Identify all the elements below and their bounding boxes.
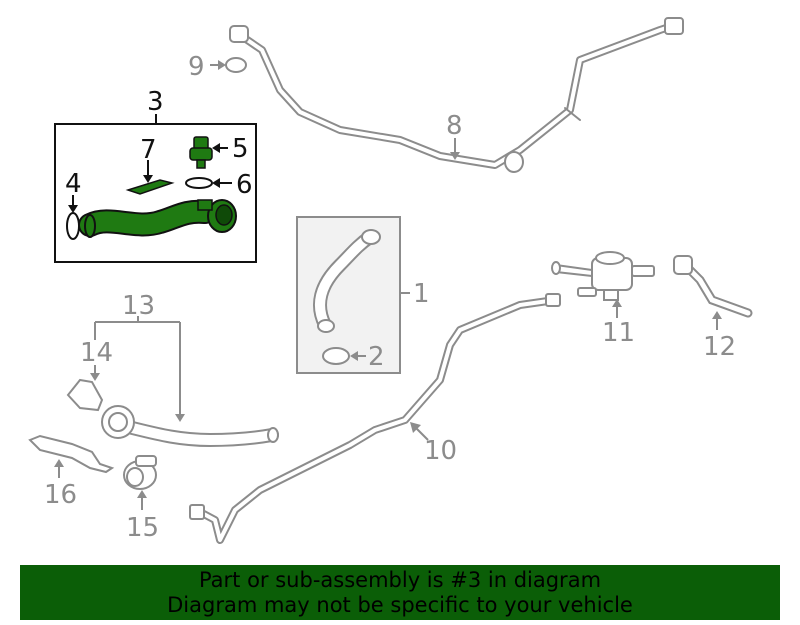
part-15-grommet[interactable] <box>123 455 157 490</box>
arrowhead-12 <box>712 311 722 319</box>
label-16: 16 <box>44 480 77 510</box>
arrowhead-13 <box>175 414 185 422</box>
label-13: 13 <box>122 291 155 321</box>
label-9: 9 <box>188 52 205 82</box>
arrowhead-8 <box>450 152 460 160</box>
notice-line-1: Part or sub-assembly is #3 in diagram <box>198 568 602 592</box>
part-9-o-ring[interactable] <box>225 57 247 73</box>
arrowhead-10 <box>410 422 421 433</box>
label-10: 10 <box>424 436 457 466</box>
arrowhead-15 <box>137 490 147 498</box>
label-6: 6 <box>236 170 253 200</box>
part-16-bracket[interactable] <box>28 434 115 474</box>
arrowhead-11 <box>612 299 622 307</box>
part-6-o-ring[interactable] <box>185 177 213 189</box>
part-10-coolant-pipe[interactable] <box>189 293 561 544</box>
notice-line-2: Diagram may not be specific to your vehi… <box>167 593 633 617</box>
part-1-box <box>296 216 401 374</box>
arrowhead-14 <box>90 373 100 381</box>
arrowhead-5 <box>212 143 220 153</box>
label-3: 3 <box>147 87 164 117</box>
notice-banner: Part or sub-assembly is #3 in diagram Di… <box>20 565 780 620</box>
part-1-hose[interactable] <box>313 229 381 333</box>
label-11: 11 <box>602 318 635 348</box>
part-14-clip[interactable] <box>66 378 104 412</box>
label-15: 15 <box>126 513 159 543</box>
part-12-hose[interactable] <box>673 255 753 318</box>
label-12: 12 <box>703 332 736 362</box>
part-3-water-outlet-hose[interactable] <box>78 199 237 238</box>
label-4: 4 <box>65 169 82 199</box>
arrowhead-4 <box>68 205 78 213</box>
arrowhead-16 <box>54 459 64 467</box>
part-11-valve[interactable] <box>551 251 655 301</box>
part-7-bracket[interactable] <box>125 179 175 195</box>
label-2: 2 <box>368 342 385 372</box>
arrowhead-2 <box>350 351 358 361</box>
part-4-o-ring[interactable] <box>66 212 80 240</box>
arrowhead-6 <box>212 178 220 188</box>
part-5-temperature-sensor[interactable] <box>189 136 213 169</box>
label-14: 14 <box>80 338 113 368</box>
arrowhead-9 <box>218 60 226 70</box>
arrowhead-7 <box>143 175 153 183</box>
part-13-hose[interactable] <box>101 405 279 448</box>
label-7: 7 <box>140 135 157 165</box>
label-8: 8 <box>446 111 463 141</box>
leader-line-13 <box>94 316 181 418</box>
part-2-o-ring[interactable] <box>322 347 350 365</box>
part-8-coolant-pipe[interactable] <box>229 17 684 173</box>
label-1: 1 <box>413 279 430 309</box>
label-5: 5 <box>232 134 249 164</box>
